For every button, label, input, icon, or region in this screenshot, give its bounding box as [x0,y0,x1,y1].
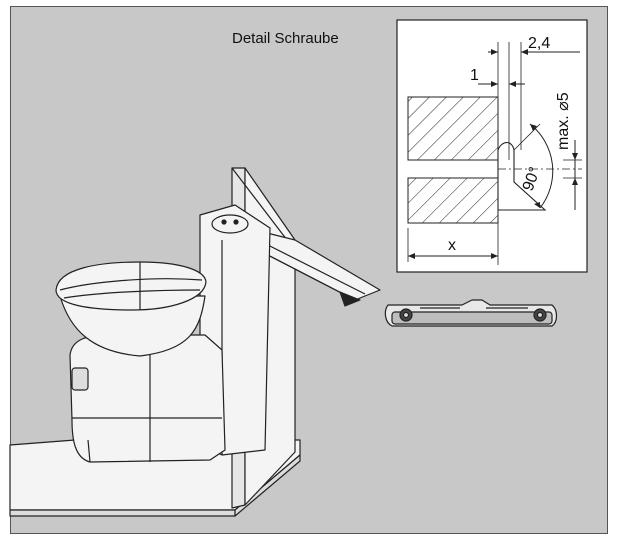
detail-title: Detail Schraube [232,30,339,47]
dim-x-label: x [448,237,456,254]
dim-1-label: 1 [470,67,479,84]
detail-panel: 2,4 1 max. ⌀5 90° x [396,19,588,273]
screw-clip-part [384,299,558,327]
dim-2-4-label: 2,4 [528,35,550,52]
dim-diameter-label: max. ⌀5 [555,92,572,150]
mounting-bracket-illustration [9,167,381,517]
